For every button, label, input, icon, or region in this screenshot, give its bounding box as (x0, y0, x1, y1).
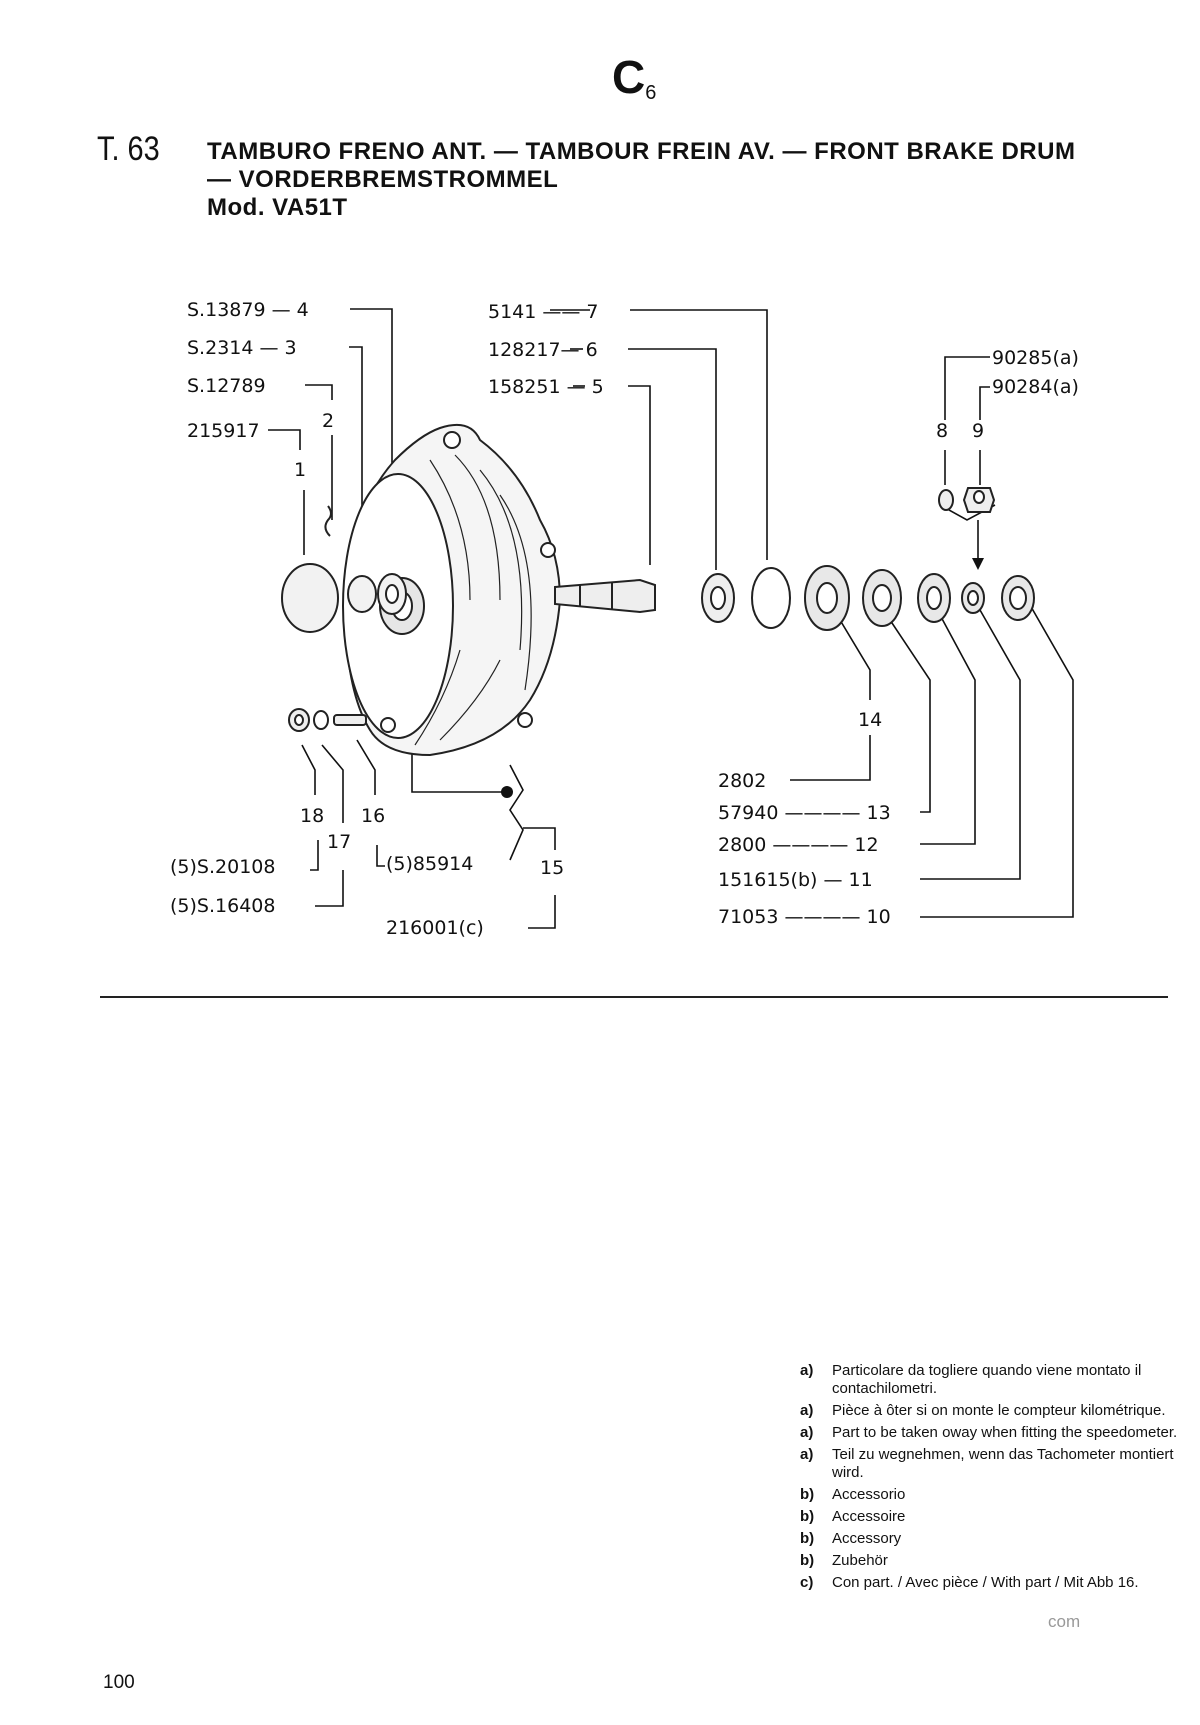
page-title: TAMBURO FRENO ANT. — TAMBOUR FREIN AV. —… (207, 138, 1075, 222)
leader-13 (889, 619, 931, 813)
axle-and-spacers (554, 567, 791, 629)
footnote-text: Part to be taken oway when fitting the s… (832, 1424, 1178, 1441)
label-part-5: 158251 — 5 (488, 376, 604, 398)
label-part-7: 5141 —— 7 (488, 301, 599, 323)
footnote-key: a) (800, 1362, 814, 1379)
leader-3 (349, 346, 363, 570)
leader-9a (979, 386, 990, 420)
label-part-4: S.13879 — 4 (187, 299, 309, 321)
leader-5b (628, 385, 651, 565)
footnote-key: a) (800, 1446, 814, 1463)
footnote-text: Accessoire (832, 1508, 906, 1525)
label-part-13: 57940 ———— 13 (718, 802, 891, 824)
footnote-item: b) Zubehör (800, 1552, 1200, 1570)
title-line-1: TAMBURO FRENO ANT. — TAMBOUR FREIN AV. —… (207, 138, 1076, 165)
leader-14a (839, 619, 871, 700)
label-part-9: 9 (972, 420, 984, 442)
label-part-14: 14 (858, 709, 882, 731)
footnote-key: a) (800, 1402, 814, 1419)
leader-1a (268, 429, 301, 450)
label-part-8-code: 90285(a) (992, 347, 1079, 369)
footnote-item: b) Accessory (800, 1530, 1200, 1548)
label-part-1: 1 (294, 459, 306, 481)
watermark: com (1048, 1612, 1081, 1631)
parts-16-18 (288, 708, 367, 732)
footnote-item: a) Particolare da togliere quando viene m… (800, 1362, 1200, 1398)
title-line-2: — VORDERBREMSTROMMEL (207, 166, 559, 193)
label-part-15: 15 (540, 857, 564, 879)
label-part-12: 2800 ———— 12 (718, 834, 879, 856)
section-divider (100, 996, 1168, 998)
label-part-6: 128217— 6 (488, 339, 598, 361)
footnote-key: c) (800, 1574, 814, 1591)
footnote-text: Zubehör (832, 1552, 888, 1569)
footnote-text: Con part. / Avec pièce / With part / Mit… (832, 1574, 1139, 1591)
leader-17a (321, 744, 344, 823)
plate-number: T. 63 (97, 130, 160, 168)
footnote-item: a) Teil zu wegnehmen, wenn das Tachometer… (800, 1446, 1200, 1482)
footnote-item: b) Accessoire (800, 1508, 1200, 1526)
footnote-key: a) (800, 1424, 814, 1441)
label-part-16: 16 (361, 805, 385, 827)
label-part-2: 2 (322, 410, 334, 432)
label-part-17: 17 (327, 831, 351, 853)
leader-lines (268, 308, 1074, 929)
leader-8a (944, 356, 990, 420)
leader-14b (790, 735, 871, 781)
footnote-text: Teil zu wegnehmen, wenn das Tachometer m… (832, 1446, 1174, 1481)
label-part-16-code: (5)85914 (386, 853, 473, 875)
leader-12 (920, 614, 976, 845)
label-part-9-code: 90284(a) (992, 376, 1079, 398)
footnote-item: c) Con part. / Avec pièce / With part / M… (800, 1574, 1200, 1592)
footnote-key: b) (800, 1508, 815, 1525)
hub-cap-and-nut (281, 505, 407, 633)
bearings (804, 565, 1035, 631)
leader-7b (630, 309, 768, 560)
footnotes: a) Particolare da togliere quando viene m… (800, 1362, 1200, 1596)
model-label: Mod. VA51T (207, 194, 348, 221)
footnote-item: b) Accessorio (800, 1486, 1200, 1504)
exploded-parts-diagram: S.13879 — 4 S.2314 — 3 S.12789 2 215917 … (170, 299, 1079, 939)
page-number: 100 (103, 1672, 135, 1693)
label-part-17-code: (5)S.16408 (170, 895, 275, 917)
leader-16b (376, 845, 385, 867)
label-part-14-code: 2802 (718, 770, 766, 792)
label-part-10: 71053 ———— 10 (718, 906, 891, 928)
leader-17b (315, 870, 344, 907)
footnote-text: Pièce à ôter si on monte le compteur kil… (832, 1402, 1166, 1419)
label-part-11: 151615(b) — 11 (718, 869, 873, 891)
footnote-text: Particolare da togliere quando viene mon… (832, 1362, 1142, 1397)
footnote-key: b) (800, 1486, 815, 1503)
label-part-15-code: 216001(c) (386, 917, 484, 939)
section-subscript: 6 (645, 82, 657, 104)
label-part-3: S.2314 — 3 (187, 337, 297, 359)
brace-15 (509, 764, 524, 861)
leader-16 (356, 739, 376, 795)
leader-11 (920, 609, 1021, 880)
leader-dot (501, 786, 513, 798)
parts-8-9 (938, 487, 996, 513)
label-part-18: 18 (300, 805, 324, 827)
section-code: C6 (612, 50, 656, 104)
leader-6b (628, 348, 717, 570)
leader-15c (528, 895, 556, 929)
footnote-key: b) (800, 1530, 815, 1547)
label-part-18-code: (5)S.20108 (170, 856, 275, 878)
label-part-2-code: S.12789 (187, 375, 266, 397)
footnote-item: a) Part to be taken oway when fitting the… (800, 1424, 1200, 1442)
leader-2a (305, 384, 333, 400)
leader-18 (301, 744, 316, 795)
label-part-1-code: 215917 (187, 420, 260, 442)
footnote-item: a) Pièce à ôter si on monte le compteur k… (800, 1402, 1200, 1420)
footnote-text: Accessory (832, 1530, 902, 1547)
leader-15b (523, 827, 556, 850)
section-letter: C (612, 51, 646, 103)
label-part-8: 8 (936, 420, 948, 442)
arrowhead-8-9 (972, 558, 984, 570)
leader-10 (920, 604, 1074, 918)
leader-18b (310, 840, 319, 871)
footnote-key: b) (800, 1552, 815, 1569)
footnote-text: Accessorio (832, 1486, 906, 1503)
leader-15a (411, 740, 505, 793)
